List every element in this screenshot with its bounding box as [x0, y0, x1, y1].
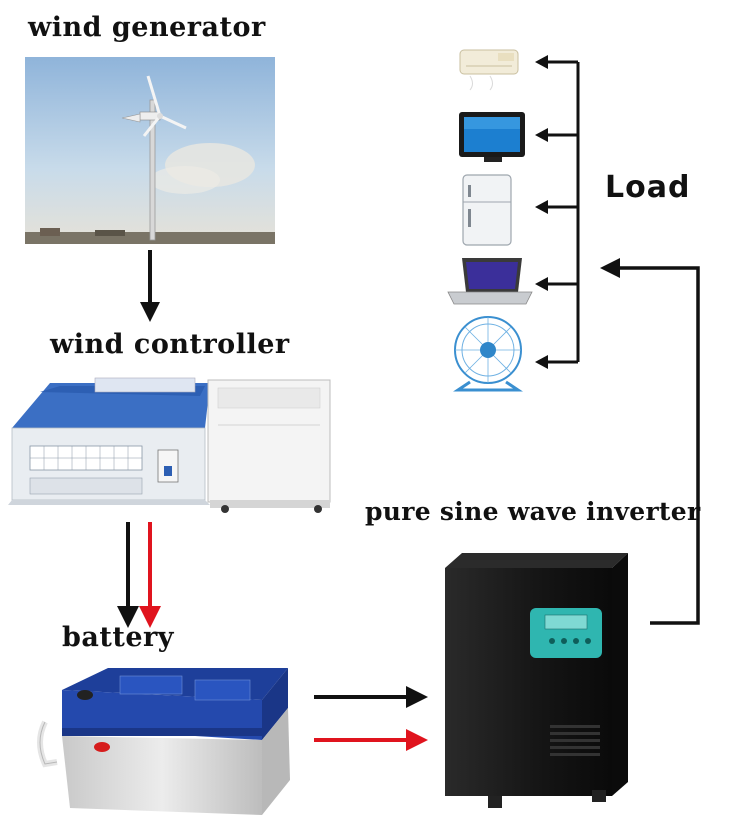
refrigerator-icon	[462, 174, 512, 246]
black-arrowhead-inverter	[406, 686, 428, 708]
battery-photo	[37, 668, 290, 815]
ac-output-line	[620, 266, 700, 625]
load-arrowhead	[600, 258, 620, 278]
red-arrowhead-inverter	[406, 729, 428, 751]
air-conditioner-icon	[459, 49, 519, 91]
black-arrowhead	[117, 606, 139, 628]
wind-generator-label: wind generator	[28, 12, 266, 43]
television-icon	[459, 112, 525, 162]
laptop-icon	[447, 258, 533, 305]
red-arrowhead	[139, 606, 161, 628]
battery-label: battery	[62, 622, 174, 653]
inverter-photo	[445, 553, 628, 808]
wind-controller-label: wind controller	[50, 329, 290, 360]
load-branches	[548, 60, 578, 364]
load-arrowheads	[535, 55, 548, 369]
fan-icon	[453, 316, 523, 392]
load-label: Load	[605, 170, 691, 205]
wind-turbine-photo	[25, 57, 275, 244]
controller-photo	[8, 377, 331, 513]
inverter-label: pure sine wave inverter	[365, 497, 701, 526]
